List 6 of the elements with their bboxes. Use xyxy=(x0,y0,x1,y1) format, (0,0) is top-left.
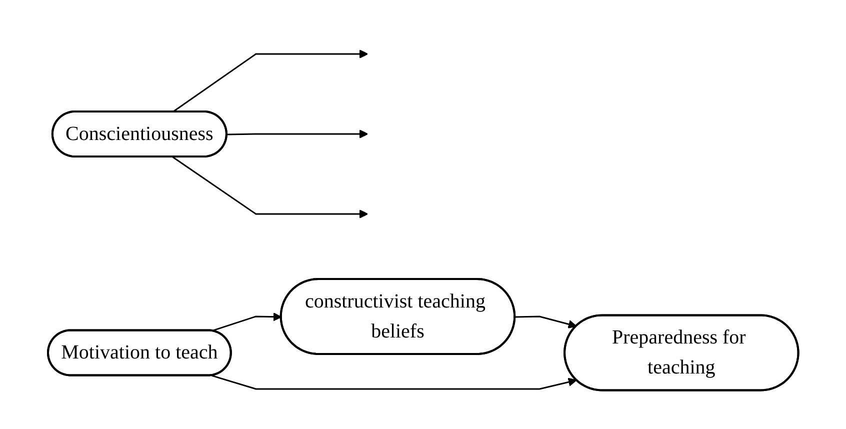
arrow xyxy=(172,156,368,218)
arrow xyxy=(172,49,368,112)
arrow xyxy=(226,129,368,138)
arrow xyxy=(514,316,577,328)
arrow xyxy=(211,312,282,332)
arrow xyxy=(211,374,577,390)
